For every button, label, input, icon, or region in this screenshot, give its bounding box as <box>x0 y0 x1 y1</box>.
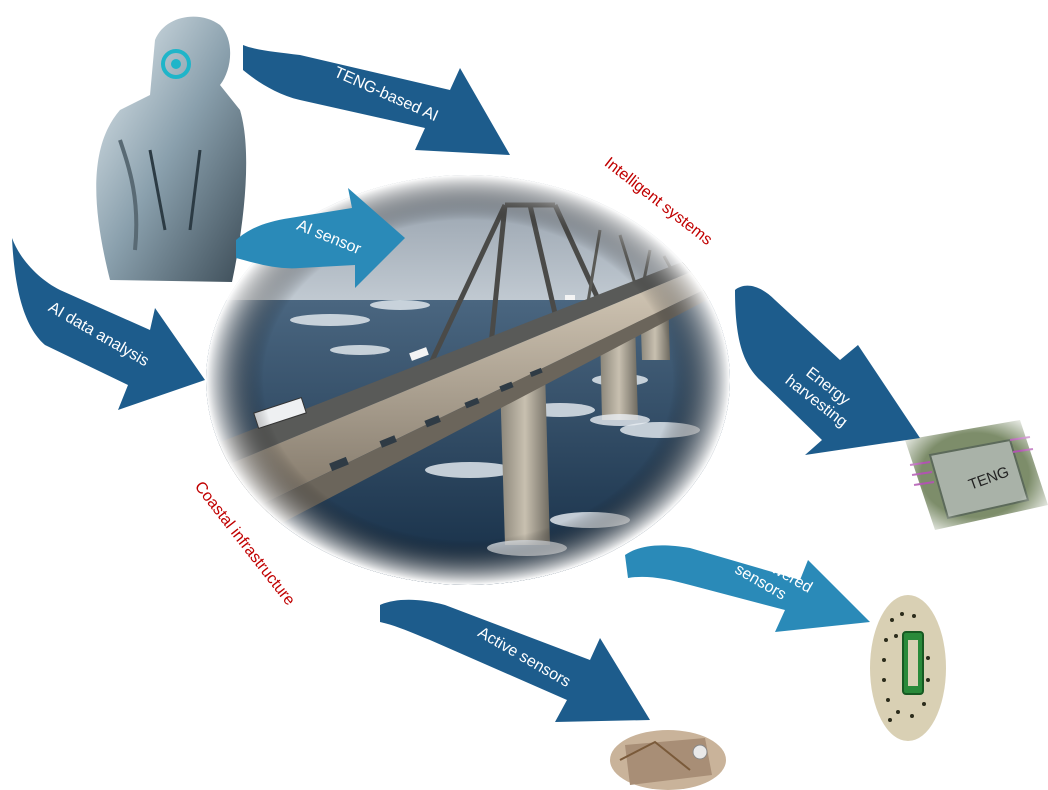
sensor-disc-image <box>870 595 946 741</box>
arrow-ai-sensor <box>236 188 405 288</box>
oval-vignette <box>206 175 730 585</box>
arrow-teng-based-ai <box>243 45 510 155</box>
teng-chip-image <box>885 405 1048 545</box>
arrow-self-powered-sensors <box>625 545 870 632</box>
robot-image <box>96 16 247 282</box>
arrow-active-sensors <box>380 599 650 722</box>
active-sensor-image <box>610 730 726 790</box>
arrow-energy-harvesting <box>735 285 920 455</box>
arrow-ai-data-analysis <box>12 238 205 410</box>
